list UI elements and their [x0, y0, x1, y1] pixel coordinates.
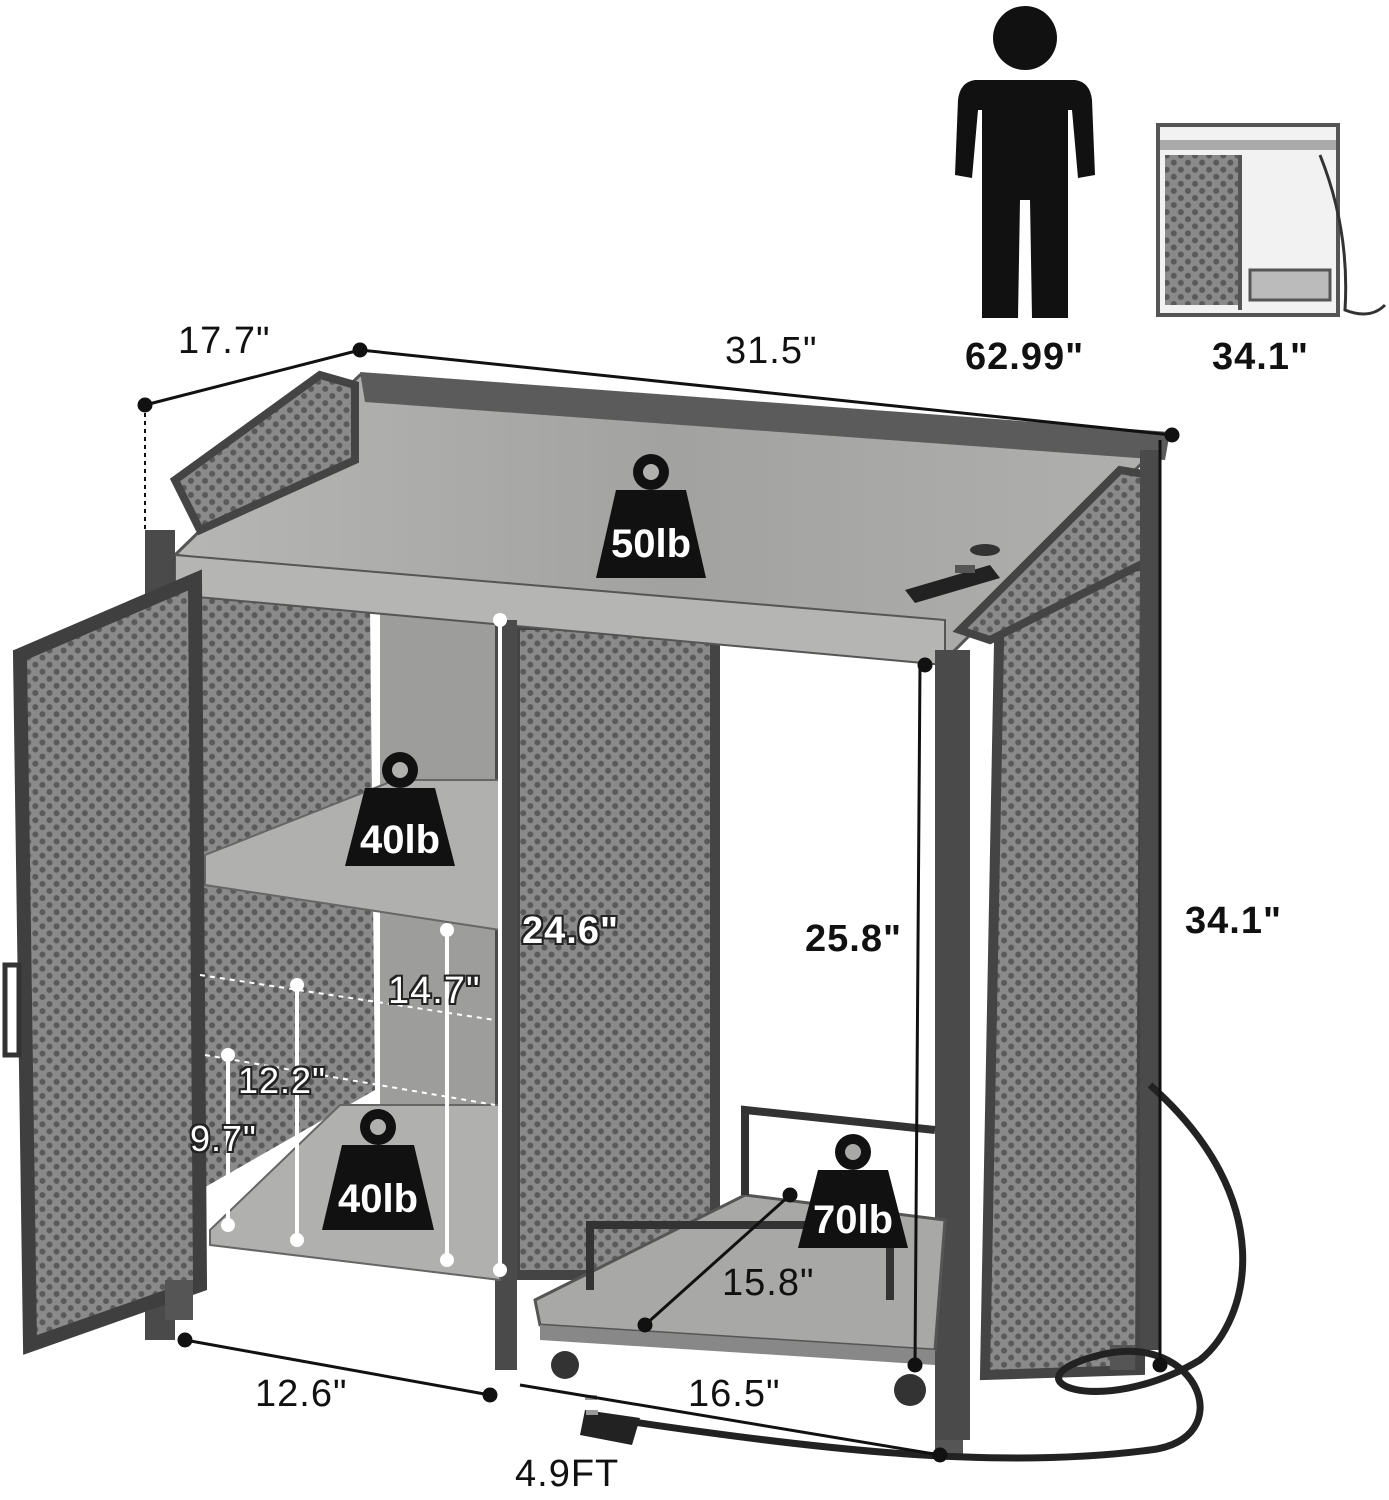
shelf-gap-mid-label: 12.2": [238, 1060, 326, 1101]
cabinet-width-label: 12.6": [255, 1373, 348, 1415]
inner-height-label: 24.6": [522, 910, 619, 952]
weight-icon: 40lb: [345, 748, 455, 866]
cart-weight-label: 70lb: [812, 1198, 894, 1242]
weight-icon: 70lb: [798, 1130, 908, 1248]
cabinet-door: [12, 569, 208, 1355]
cart-width-label: 15.8": [722, 1262, 815, 1304]
shelf-gap-low-label: 9.7": [190, 1118, 257, 1159]
upper-shelf-weight-label: 40lb: [359, 818, 441, 862]
person-height-label: 62.99": [965, 336, 1085, 378]
power-strip-icon: [905, 544, 1000, 603]
cord-length-label: 4.9FT: [515, 1453, 620, 1495]
leg-clearance-label: 25.8": [805, 918, 902, 960]
height-label: 34.1": [1185, 900, 1282, 942]
depth-label: 17.7": [178, 320, 271, 362]
top-weight-label: 50lb: [610, 522, 692, 566]
weight-icon: 40lb: [322, 1105, 434, 1230]
shelf-gap-upper-label: 14.7": [388, 970, 481, 1012]
lower-shelf-weight-label: 40lb: [337, 1177, 419, 1221]
weight-icon: 50lb: [596, 450, 706, 578]
open-width-label: 16.5": [688, 1373, 781, 1415]
width-label: 31.5": [725, 330, 818, 372]
thumbnail-height-label: 34.1": [1212, 336, 1309, 378]
person-icon: [955, 6, 1095, 318]
thumbnail-product: [1156, 123, 1387, 317]
